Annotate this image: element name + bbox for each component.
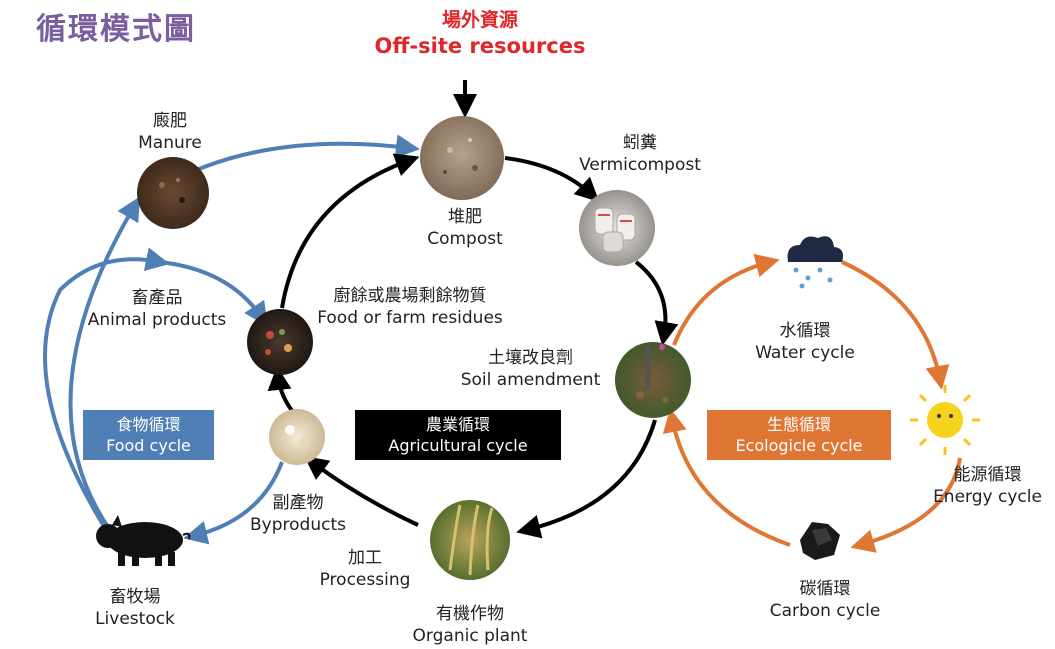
offsite-resources-label: 場外資源 Off-site resources: [330, 8, 630, 60]
arrow-livestock-to-animal-products: [43, 247, 170, 530]
arrow-vermicompost-to-soil: [634, 260, 679, 346]
arrow-water-to-energy: [841, 260, 950, 390]
arrow-carbon-to-soil: [662, 408, 791, 547]
food-cycle-arrows: [43, 134, 420, 545]
offsite-zh: 場外資源: [441, 9, 518, 31]
arrow-byproducts-to-residues: [267, 366, 295, 414]
organic-plant-image: [430, 500, 510, 580]
arrow-plant-to-byproducts: [303, 456, 419, 527]
arrow-residues-to-compost: [280, 153, 420, 309]
vermicompost-image: [579, 190, 655, 266]
residues-image: [247, 309, 313, 375]
sun-icon: [910, 385, 980, 455]
arrow-livestock-to-manure: [68, 196, 141, 532]
agricultural-cycle-arrows: [267, 80, 679, 539]
arrow-compost-to-vermicompost: [504, 156, 600, 202]
arrow-soil-to-water: [672, 253, 780, 346]
offsite-en: Off-site resources: [374, 34, 586, 58]
compost-image: [420, 116, 504, 200]
ecological-cycle-arrows: [662, 253, 962, 553]
arrow-energy-to-carbon: [850, 457, 962, 553]
manure-image: [137, 157, 209, 229]
page-title: 循環模式圖: [36, 12, 196, 47]
soil-amendment-image: [615, 342, 691, 418]
arrow-animal-products-to-residues: [159, 260, 268, 327]
arrow-byproducts-to-livestock: [183, 461, 284, 545]
water-cycle-icon: [787, 236, 843, 289]
arrow-soil-to-plant: [516, 419, 657, 539]
pig-icon: [96, 515, 191, 566]
charcoal-icon: [800, 522, 840, 560]
byproducts-image: [269, 409, 325, 465]
